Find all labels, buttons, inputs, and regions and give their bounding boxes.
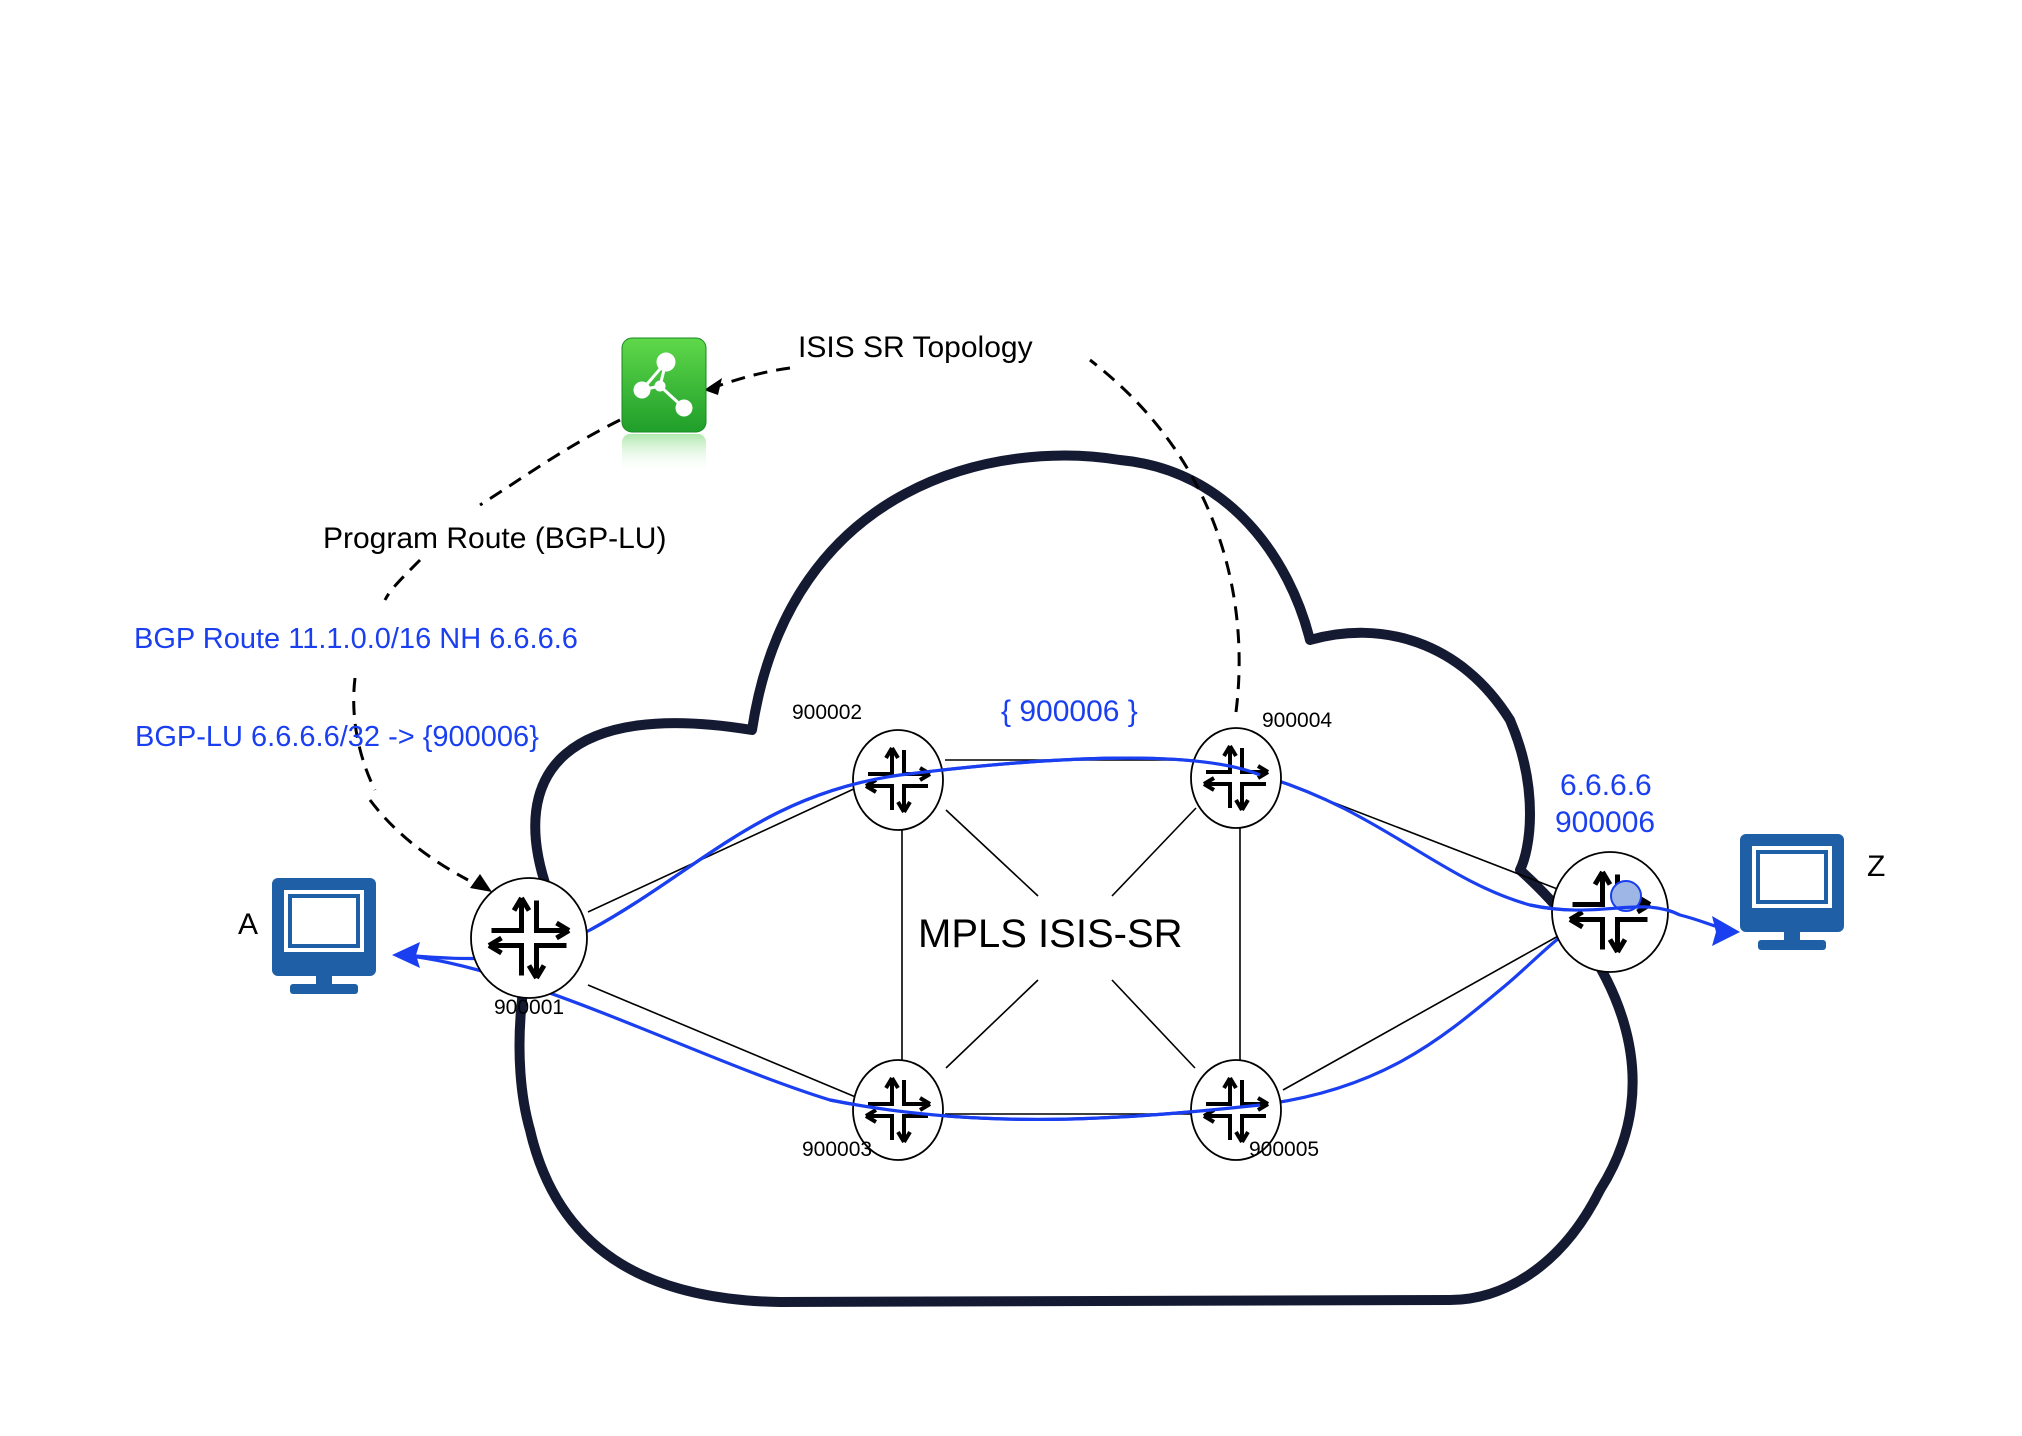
sid-900003: 900003	[802, 1138, 872, 1161]
network-topology-icon	[633, 352, 693, 417]
link-r1-r2	[587, 786, 859, 913]
controller-signaling	[352, 358, 1241, 882]
label-host-a: A	[238, 908, 258, 941]
arrowhead-router1	[470, 874, 492, 892]
router-900001[interactable]	[470, 877, 588, 999]
router-egress[interactable]	[1551, 851, 1669, 973]
controller[interactable]	[621, 337, 707, 474]
sid-900001: 900001	[494, 996, 564, 1019]
arc-topology-upper	[711, 366, 791, 390]
label-cloud-title: MPLS ISIS-SR	[918, 912, 1183, 956]
link-r1-r3	[587, 984, 859, 1099]
label-bgp-route: BGP Route 11.1.0.0/16 NH 6.6.6.6	[134, 623, 578, 655]
arc-topology	[1089, 358, 1241, 713]
router-900004[interactable]	[1190, 727, 1282, 829]
arc-program-upper	[479, 418, 621, 507]
path-arrowhead-z	[1712, 916, 1740, 946]
path-arrowhead-a	[392, 942, 420, 968]
sid-900005: 900005	[1249, 1138, 1319, 1161]
label-egress-sid: 900006	[1555, 806, 1655, 839]
label-bgp-lu: BGP-LU 6.6.6.6/32 -> {900006}	[135, 721, 539, 753]
monitor-icon	[272, 878, 376, 994]
arc-program-lower	[352, 677, 377, 791]
host-z[interactable]	[1740, 834, 1844, 950]
sid-900004: 900004	[1262, 709, 1332, 732]
label-program-route: Program Route (BGP-LU)	[323, 522, 666, 555]
controller-reflection	[622, 434, 706, 474]
egress-marker-icon	[1610, 880, 1642, 912]
mpls-cloud-outline	[514, 450, 1638, 1307]
link-r4-r3	[1111, 807, 1197, 897]
link-r2-r5	[945, 809, 1039, 897]
sid-900002: 900002	[792, 701, 862, 724]
monitor-icon	[1740, 834, 1844, 950]
arc-program-final	[368, 799, 469, 882]
label-stack: { 900006 }	[1001, 695, 1138, 728]
router-900005[interactable]	[1190, 1059, 1282, 1161]
label-host-z: Z	[1867, 850, 1885, 883]
link-r5-r6	[1282, 934, 1561, 1091]
router-900002[interactable]	[852, 729, 944, 831]
host-a[interactable]	[272, 878, 376, 994]
arc-program-mid	[383, 558, 422, 601]
link-r5-r2	[1111, 979, 1196, 1069]
label-egress-address: 6.6.6.6	[1560, 769, 1652, 802]
link-r3-r4	[945, 979, 1039, 1069]
arrowhead-controller	[704, 378, 722, 395]
label-isis-topology: ISIS SR Topology	[798, 331, 1033, 364]
